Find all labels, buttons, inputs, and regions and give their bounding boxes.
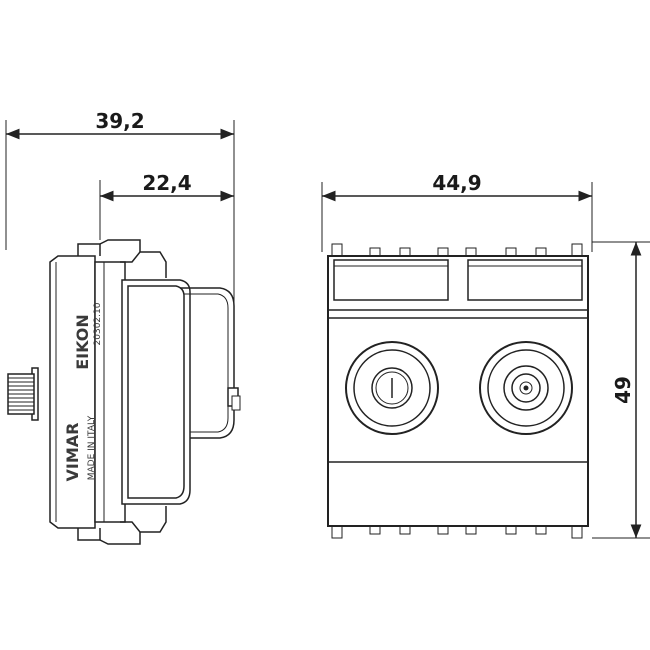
dimension-overall-depth: 39,2 — [5, 109, 235, 330]
top-window-left — [333, 259, 449, 301]
tv-socket-right — [479, 341, 573, 435]
origin-label: MADE IN ITALY — [87, 415, 97, 480]
top-window-right — [467, 259, 583, 301]
dimension-width: 44,9 — [321, 171, 593, 252]
side-view: EIKON 20302.10 VIMAR MADE IN ITALY — [7, 239, 241, 545]
bottom-teeth — [331, 525, 583, 539]
dimension-width-label: 44,9 — [432, 171, 481, 195]
side-body-rear — [49, 255, 96, 529]
top-teeth — [331, 243, 583, 257]
tv-socket-left — [345, 341, 439, 435]
series-label: EIKON — [73, 314, 92, 370]
brand-label: VIMAR — [63, 423, 82, 482]
code-label: 20302.10 — [93, 302, 103, 345]
f-connector — [7, 367, 39, 421]
dimension-overall-depth-label: 39,2 — [95, 109, 144, 133]
dimension-height: 49 — [592, 241, 650, 539]
dimension-height-label: 49 — [611, 376, 635, 404]
dimension-front-depth: 22,4 — [99, 171, 234, 240]
dimension-front-depth-label: 22,4 — [142, 171, 191, 195]
front-view — [327, 243, 589, 539]
